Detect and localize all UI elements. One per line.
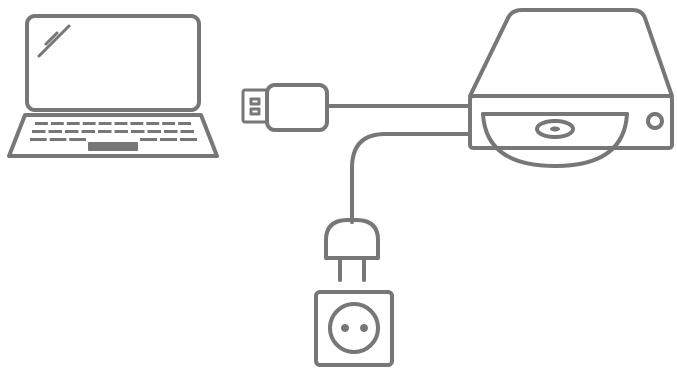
laptop-icon	[9, 16, 217, 156]
keyboard-key	[51, 122, 64, 125]
keyboard-key	[160, 138, 177, 141]
usb-tip-hole-bottom	[251, 109, 259, 114]
keyboard-key	[140, 138, 157, 141]
keyboard-key	[115, 122, 128, 125]
keyboard-key	[83, 122, 96, 125]
keyboard-key	[148, 130, 162, 133]
socket-hole-right	[360, 324, 368, 332]
keyboard-key	[65, 130, 79, 133]
usb-plug-body	[267, 85, 327, 130]
keyboard-key	[82, 130, 96, 133]
screen-glare-long	[39, 26, 69, 56]
keyboard-key	[178, 122, 191, 125]
keyboard-key	[162, 122, 175, 125]
keyboard-key	[32, 130, 46, 133]
power-cable	[352, 134, 470, 222]
power-plug-icon	[326, 220, 378, 280]
keyboard-key	[115, 130, 129, 133]
drive-front-panel	[470, 96, 672, 148]
trackpad	[88, 142, 138, 151]
usb-plug-icon	[243, 85, 327, 130]
wall-socket-icon	[316, 292, 392, 365]
disc-hole	[550, 127, 560, 132]
keyboard-key	[30, 138, 47, 141]
keyboard-key	[49, 130, 63, 133]
usb-tip-hole-top	[251, 99, 259, 104]
keyboard-key	[67, 122, 80, 125]
keyboard-key	[35, 122, 48, 125]
socket-face	[330, 304, 378, 352]
keyboard-key	[181, 130, 195, 133]
socket-hole-left	[341, 324, 349, 332]
keyboard-key	[131, 130, 145, 133]
keyboard-key	[98, 130, 112, 133]
laptop-screen	[27, 16, 199, 110]
keyboard	[30, 122, 197, 141]
keyboard-key	[130, 122, 143, 125]
keyboard-key	[69, 138, 86, 141]
usb-metal-tip	[243, 90, 267, 122]
keyboard-key	[99, 122, 112, 125]
plug-body	[326, 220, 378, 258]
optical-disc-icon	[483, 114, 627, 166]
keyboard-key	[146, 122, 159, 125]
drive-button	[648, 114, 662, 128]
keyboard-key	[50, 138, 67, 141]
drive-top-housing	[470, 10, 672, 96]
keyboard-key	[164, 130, 178, 133]
keyboard-key	[180, 138, 197, 141]
